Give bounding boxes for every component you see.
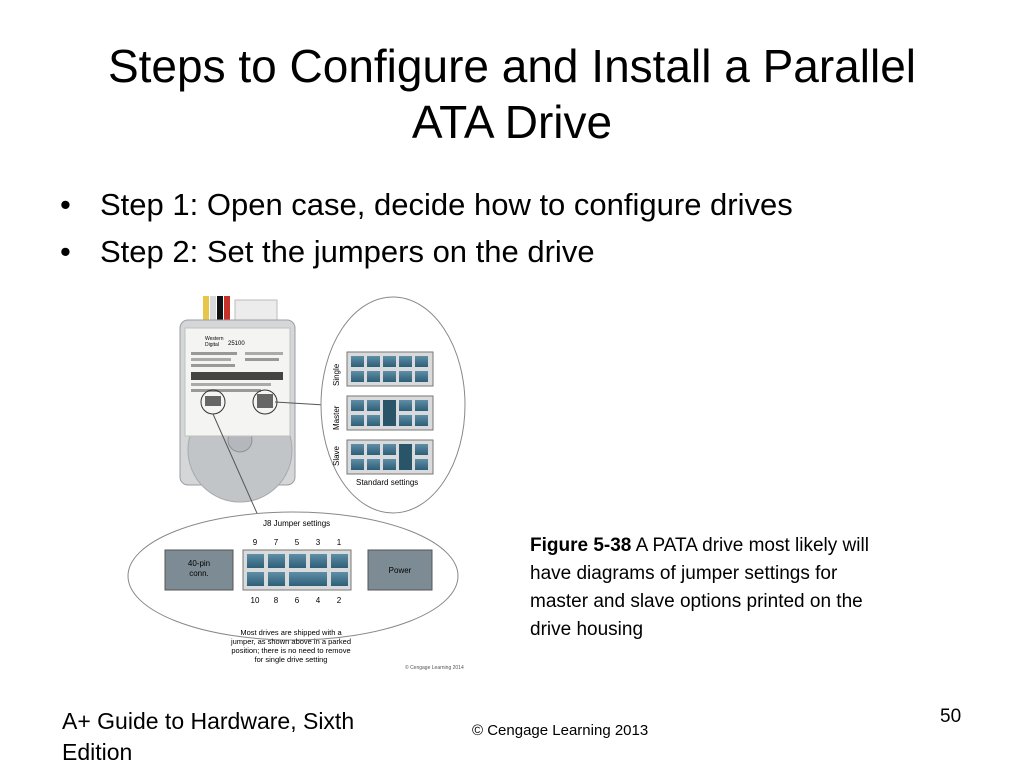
standard-settings-label: Standard settings [356, 478, 418, 487]
jumper-pin [383, 444, 396, 455]
jumper-pin [351, 415, 364, 426]
brand-line-1: Western [205, 336, 224, 342]
connector-label-line-2: conn. [189, 569, 209, 578]
slide-title-line-1: Steps to Configure and Install a Paralle… [107, 40, 917, 92]
bullet-text: Step 1: Open case, decide how to configu… [100, 187, 793, 222]
j8-jumper-block [242, 549, 352, 591]
figure-caption: Figure 5-38 A PATA drive most likely wil… [530, 532, 900, 644]
jumper-pin [367, 371, 380, 382]
pin-number: 8 [274, 596, 279, 605]
jumper-shunt [383, 400, 396, 426]
jumper-pin [351, 371, 364, 382]
pin-number: 7 [274, 538, 279, 547]
jumper-pin [399, 371, 412, 382]
jumper-pin [351, 400, 364, 411]
jumper-pin [383, 356, 396, 367]
jumper-pin [415, 356, 428, 367]
brand-line-2: Digital [205, 342, 219, 348]
bullet-item: • Step 2: Set the jumpers on the drive [60, 228, 793, 275]
bullet-dot-icon: • [60, 187, 71, 222]
jumper-pin [367, 444, 380, 455]
footer-copyright: © Cengage Learning 2013 [472, 722, 649, 739]
jumper-pin [351, 356, 364, 367]
jumper-pin [383, 371, 396, 382]
jumper-pin [415, 459, 428, 470]
standard-settings-block [346, 351, 434, 475]
jumper-pin [367, 400, 380, 411]
jumper-pin [399, 415, 412, 426]
jumper-pin [415, 400, 428, 411]
j8-title: J8 Jumper settings [263, 519, 330, 528]
jumper-pin [399, 400, 412, 411]
figure-credit: © Cengage Learning 2014 [405, 664, 464, 671]
jumper-pin [415, 415, 428, 426]
pin-number: 1 [337, 538, 342, 547]
jumper-pin [367, 356, 380, 367]
jumper-pin [399, 356, 412, 367]
jumper-pin [415, 444, 428, 455]
connector-label-line-1: 40-pin [188, 559, 210, 568]
figure-label: Figure 5-38 [530, 535, 632, 556]
power-connector [367, 549, 433, 591]
pin-number: 2 [337, 596, 342, 605]
ide-connector [164, 549, 234, 591]
note-line: position; there is no need to remove [231, 646, 350, 655]
jumper-pin [367, 415, 380, 426]
bullet-list: • Step 1: Open case, decide how to config… [60, 181, 793, 275]
slide-title: Steps to Configure and Install a Paralle… [0, 38, 1024, 150]
jumper-pin [383, 459, 396, 470]
page-number: 50 [940, 706, 962, 727]
pin-number: 9 [253, 538, 258, 547]
note-line: Most drives are shipped with a [240, 628, 342, 637]
jumper-pin [415, 371, 428, 382]
pin-number: 4 [316, 596, 321, 605]
j8-pin-numbers-bottom: 10 8 6 4 2 [251, 596, 342, 605]
footer-book-title-line-2: Edition [62, 739, 133, 765]
model-number: 25100 [228, 341, 245, 347]
bullet-dot-icon: • [60, 234, 71, 269]
jumper-pin [351, 444, 364, 455]
pin-number: 5 [295, 538, 300, 547]
bullet-item: • Step 1: Open case, decide how to config… [60, 181, 793, 228]
bullet-text: Step 2: Set the jumpers on the drive [100, 234, 595, 269]
mode-label-slave: Slave [332, 445, 341, 466]
j8-pin-numbers-top: 9 7 5 3 1 [253, 538, 342, 547]
jumper-pin [367, 459, 380, 470]
note-line: jumper, as shown above in a parked [230, 637, 351, 646]
slide-title-line-2: ATA Drive [411, 96, 613, 148]
figure-caption-text: A PATA drive most likely will have diagr… [530, 535, 869, 640]
jumper-figure: Western Digital 25100 Single Master Slav… [125, 290, 470, 680]
footer-book-title-line-1: A+ Guide to Hardware, Sixth [62, 708, 355, 734]
jumper-shunt [399, 444, 412, 470]
footer-book-title: A+ Guide to Hardware, Sixth Edition [62, 706, 354, 768]
mode-label-master: Master [332, 405, 341, 430]
pin-number: 6 [295, 596, 300, 605]
note-line: for single drive setting [255, 655, 328, 664]
hard-drive-photo: Western Digital 25100 [179, 296, 296, 503]
jumper-diagram: Western Digital 25100 Single Master Slav… [127, 296, 466, 671]
pin-number: 3 [316, 538, 321, 547]
jumper-pin [351, 459, 364, 470]
pin-number: 10 [251, 596, 260, 605]
mode-label-single: Single [332, 363, 341, 386]
power-label: Power [389, 566, 412, 575]
